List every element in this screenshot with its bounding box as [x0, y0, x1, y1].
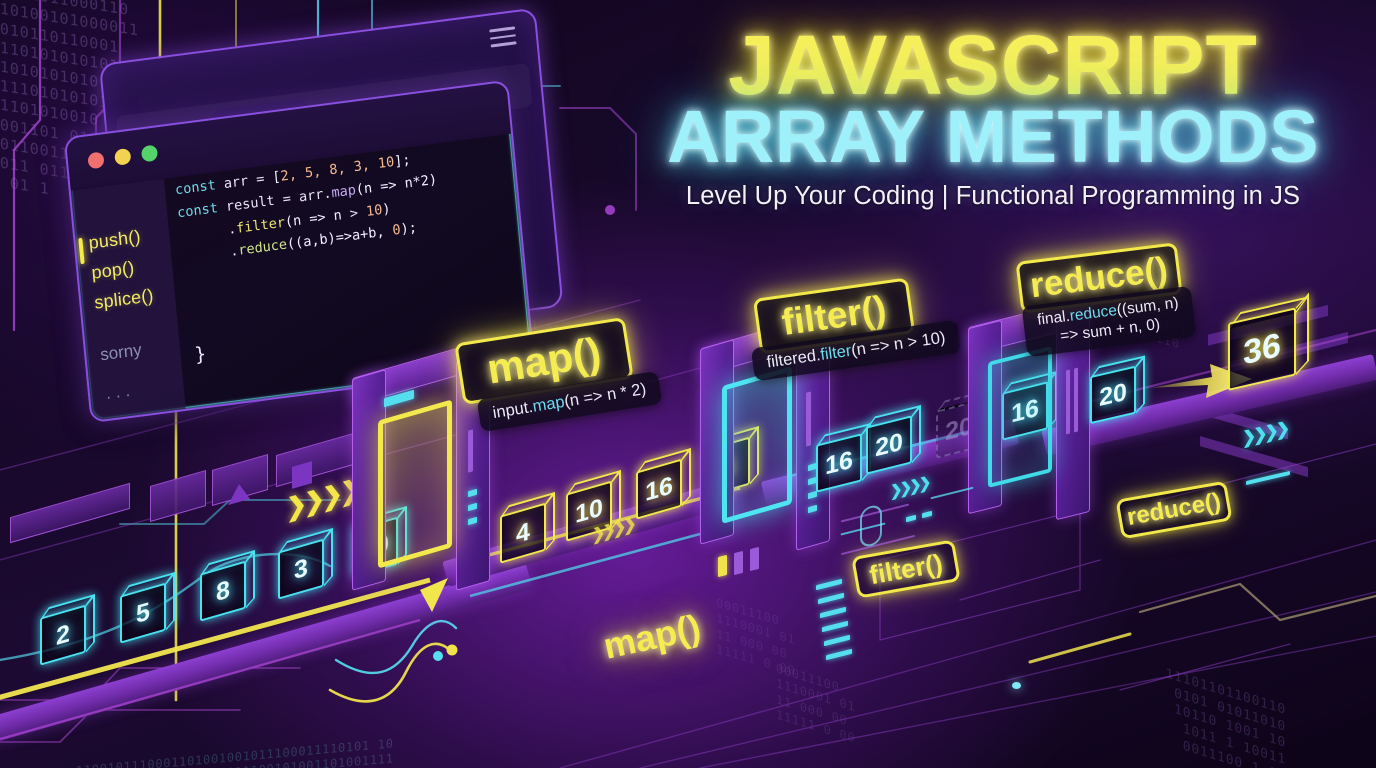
map-expr-method: map — [531, 392, 566, 416]
map-expr-suffix: (n => n * 2) — [563, 379, 648, 411]
reduce-expr-prefix: final. — [1036, 307, 1071, 329]
code-token: . — [180, 243, 240, 267]
indicator-led-1 — [906, 514, 916, 523]
minimize-dot-icon[interactable] — [114, 147, 132, 166]
filter-expr-prefix: filtered. — [765, 346, 822, 372]
console-slab-2 — [150, 469, 206, 523]
sidebar-item-push[interactable]: push() — [87, 226, 142, 253]
cube-value: 16 — [825, 445, 853, 480]
cube-value: 2 — [56, 618, 70, 651]
cube-value: 16 — [645, 470, 673, 507]
code-token: . — [178, 220, 237, 244]
cube-side-face — [86, 593, 95, 653]
reduce-arrow-icon — [1150, 364, 1252, 398]
indicator-bar — [1246, 470, 1290, 486]
close-dot-icon[interactable] — [87, 151, 105, 170]
input-cube-0: 2 — [40, 593, 96, 666]
code-token: reduce — [237, 236, 288, 260]
sidebar-ellipsis: ... — [105, 380, 136, 403]
binary-backdrop-center-right: 00011100 1110001 01 11 000 00 11111 0 00 — [716, 595, 796, 679]
reduce-gate-rail-1 — [1066, 369, 1070, 435]
ladder-tick-6 — [826, 648, 852, 661]
dial-icon — [860, 503, 882, 549]
code-token: = — [255, 169, 274, 188]
sidebar-item-pop[interactable]: pop() — [90, 257, 136, 283]
code-token: result — [225, 191, 284, 215]
poster-headings: JAVASCRIPT ARRAY METHODS Level Up Your C… — [622, 18, 1364, 211]
ladder-tick-2 — [818, 592, 844, 605]
code-token: const — [176, 198, 227, 222]
reduce-gate-rail-2 — [1074, 367, 1078, 433]
indicator-led-4 — [734, 550, 743, 576]
code-token: ); — [399, 220, 418, 239]
code-token: > — [349, 203, 367, 222]
cube-value: 8 — [216, 574, 230, 607]
map-expr-prefix: input. — [491, 397, 535, 423]
sidebar-item-splice[interactable]: splice() — [93, 285, 155, 313]
title-line-array-methods: ARRAY METHODS — [666, 95, 1320, 179]
code-token: map — [330, 181, 357, 202]
map-portal — [378, 399, 452, 569]
poster-subtitle: Level Up Your Coding | Functional Progra… — [685, 182, 1301, 211]
code-token: filter — [235, 214, 286, 237]
cube-value: 20 — [875, 427, 903, 462]
code-token: arr. — [298, 185, 333, 206]
square-icon — [292, 461, 312, 489]
window-traffic-lights[interactable] — [87, 144, 159, 170]
code-token: ) — [381, 200, 392, 218]
console-slab-1 — [10, 482, 130, 544]
code-token: 10 — [365, 201, 384, 220]
cube-value: 36 — [1243, 325, 1281, 373]
chevron-forward-icon-3: ❯❯❯❯ — [890, 474, 929, 501]
glow-dot-icon — [1012, 682, 1021, 689]
maximize-dot-icon[interactable] — [140, 144, 159, 163]
binary-backdrop-bottom-left: 1100101110001101001001011100011110101 10… — [60, 736, 394, 768]
input-cube-2: 8 — [200, 549, 256, 622]
ladder-tick-4 — [822, 620, 848, 633]
cube-value: 5 — [136, 596, 150, 629]
binary-backdrop-bottom-right-2: 00011100 1110001 01 11 000 00 11111 0 00 — [776, 660, 856, 746]
input-cube-3: 3 — [278, 527, 334, 600]
code-token: const — [174, 176, 225, 199]
editor-sidebar[interactable]: push() pop() splice() sorny ... — [70, 178, 186, 421]
filter-gate-rail — [806, 391, 811, 447]
code-closing-brace: } — [193, 342, 208, 367]
cube-value: 4 — [516, 516, 530, 549]
sidebar-item-dim[interactable]: sorny — [99, 340, 143, 365]
input-cube-1: 5 — [120, 571, 176, 644]
sidebar-active-marker — [78, 237, 85, 265]
ladder-tick-1 — [816, 578, 842, 591]
ladder-tick-5 — [824, 634, 850, 647]
reduce-floor-label: reduce() — [1115, 480, 1233, 540]
map-floor-label: map() — [599, 606, 705, 667]
code-token: = — [282, 189, 300, 208]
code-token: ]; — [393, 151, 412, 170]
indicator-led-5 — [750, 546, 759, 572]
chevron-forward-icon-4: ❯❯❯❯ — [1242, 418, 1287, 449]
cube-value: 20 — [1099, 377, 1127, 412]
indicator-led-2 — [922, 510, 932, 519]
filter-portal — [722, 365, 792, 525]
cube-value: 3 — [294, 552, 308, 585]
binary-backdrop-bottom-right: 11101101100110 0101 01011010 10110 1001 … — [1165, 666, 1287, 768]
hamburger-menu-icon[interactable] — [489, 26, 517, 48]
indicator-led-3 — [718, 554, 727, 578]
title-line-javascript: JAVASCRIPT — [728, 18, 1258, 112]
reduce-portal — [988, 346, 1052, 488]
ladder-tick-3 — [820, 606, 846, 619]
code-token: arr — [223, 171, 258, 193]
filter-expr-suffix: (n => n > 10) — [850, 328, 947, 360]
map-gate-rail — [468, 429, 473, 473]
filter-expr-method: filter — [819, 341, 853, 364]
